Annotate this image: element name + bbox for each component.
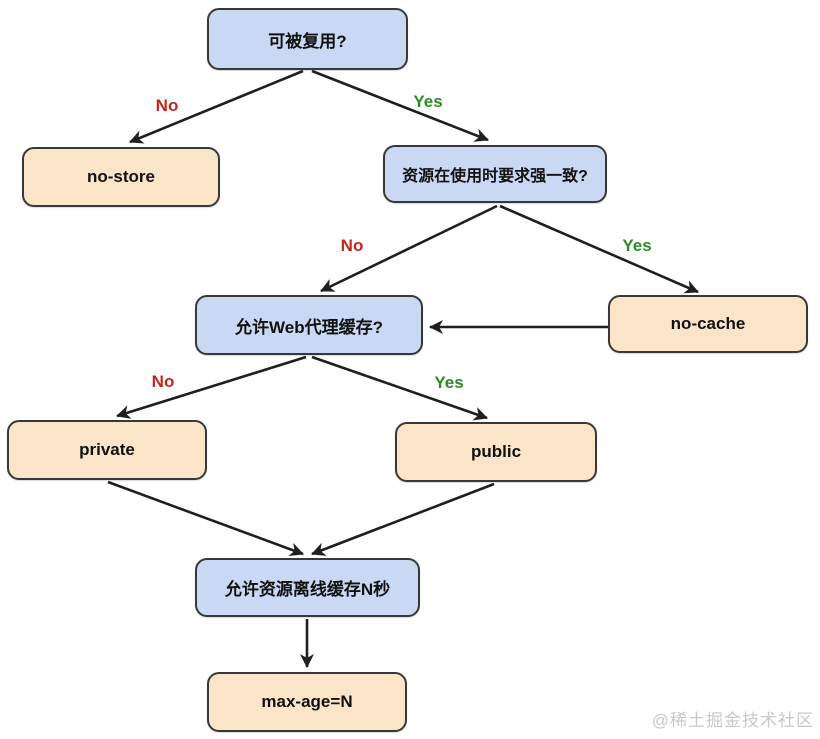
node-private: private [7, 420, 207, 480]
node-offline-cache: 允许资源离线缓存N秒 [195, 558, 420, 617]
edge-label-yes-2: Yes [622, 236, 652, 255]
edge-label-no-3: No [151, 372, 175, 391]
edge-private-offline-cache [107, 480, 304, 557]
edge-strong-consistency-no-cache [499, 204, 699, 294]
node-public-label: public [470, 442, 522, 461]
edge-label-yes-3: Yes [434, 373, 464, 392]
node-strong-consistency-label: 资源在使用时要求强一致? [402, 168, 588, 185]
edge-label-no-1: No [155, 96, 179, 115]
node-offline-cache-label: 允许资源离线缓存N秒 [224, 580, 391, 599]
node-no-cache: no-cache [608, 295, 808, 353]
edge-public-offline-cache [311, 482, 495, 556]
node-reusable-label: 可被复用? [268, 31, 347, 51]
node-max-age: max-age=N [207, 672, 407, 732]
node-proxy-cache: 允许Web代理缓存? [195, 295, 423, 355]
node-reusable: 可被复用? [207, 8, 408, 70]
node-strong-consistency: 资源在使用时要求强一致? [383, 145, 607, 203]
edge-proxy-cache-private [116, 355, 307, 419]
edge-label-no-2: No [340, 236, 364, 255]
node-private-label: private [79, 440, 135, 459]
node-max-age-label: max-age=N [261, 692, 353, 711]
watermark: @稀土掘金技术社区 [651, 711, 814, 730]
node-public: public [395, 422, 597, 482]
node-no-cache-label: no-cache [670, 314, 746, 333]
node-no-store-label: no-store [87, 167, 155, 186]
edge-label-yes-1: Yes [413, 92, 443, 111]
node-no-store: no-store [22, 147, 220, 207]
edge-reusable-strong-consistency [311, 69, 489, 142]
node-proxy-cache-label: 允许Web代理缓存? [235, 317, 383, 337]
